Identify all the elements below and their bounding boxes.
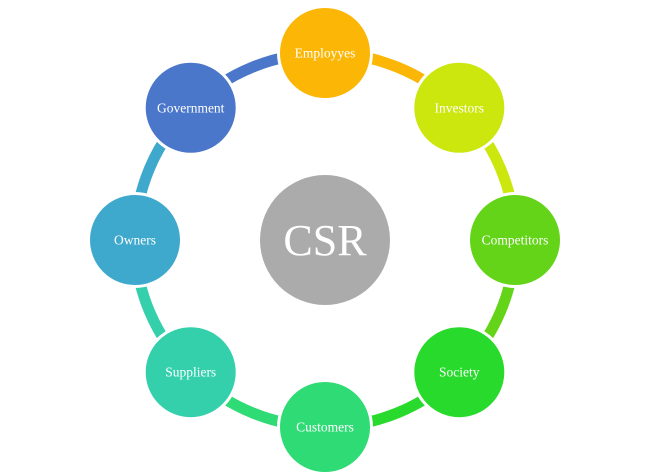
node-circle-government (142, 59, 239, 156)
node-label-customers: Customers (296, 420, 354, 435)
node-circle-owners (87, 192, 183, 288)
center-label-csr: CSR (283, 216, 367, 265)
node-circle-investors (411, 59, 508, 156)
node-circle-customers (277, 379, 373, 475)
node-label-government: Government (157, 100, 225, 115)
node-circle-suppliers (142, 324, 239, 421)
node-circle-society (411, 324, 508, 421)
node-label-owners: Owners (114, 233, 156, 248)
node-circle-competitors (467, 192, 563, 288)
node-label-suppliers: Suppliers (165, 365, 216, 380)
node-label-society: Society (439, 365, 480, 380)
node-label-competitors: Competitors (482, 233, 549, 248)
node-label-employyes: Employyes (295, 46, 356, 61)
center-circle-csr (260, 175, 390, 305)
node-circle-employyes (277, 5, 373, 101)
node-label-investors: Investors (435, 100, 485, 115)
